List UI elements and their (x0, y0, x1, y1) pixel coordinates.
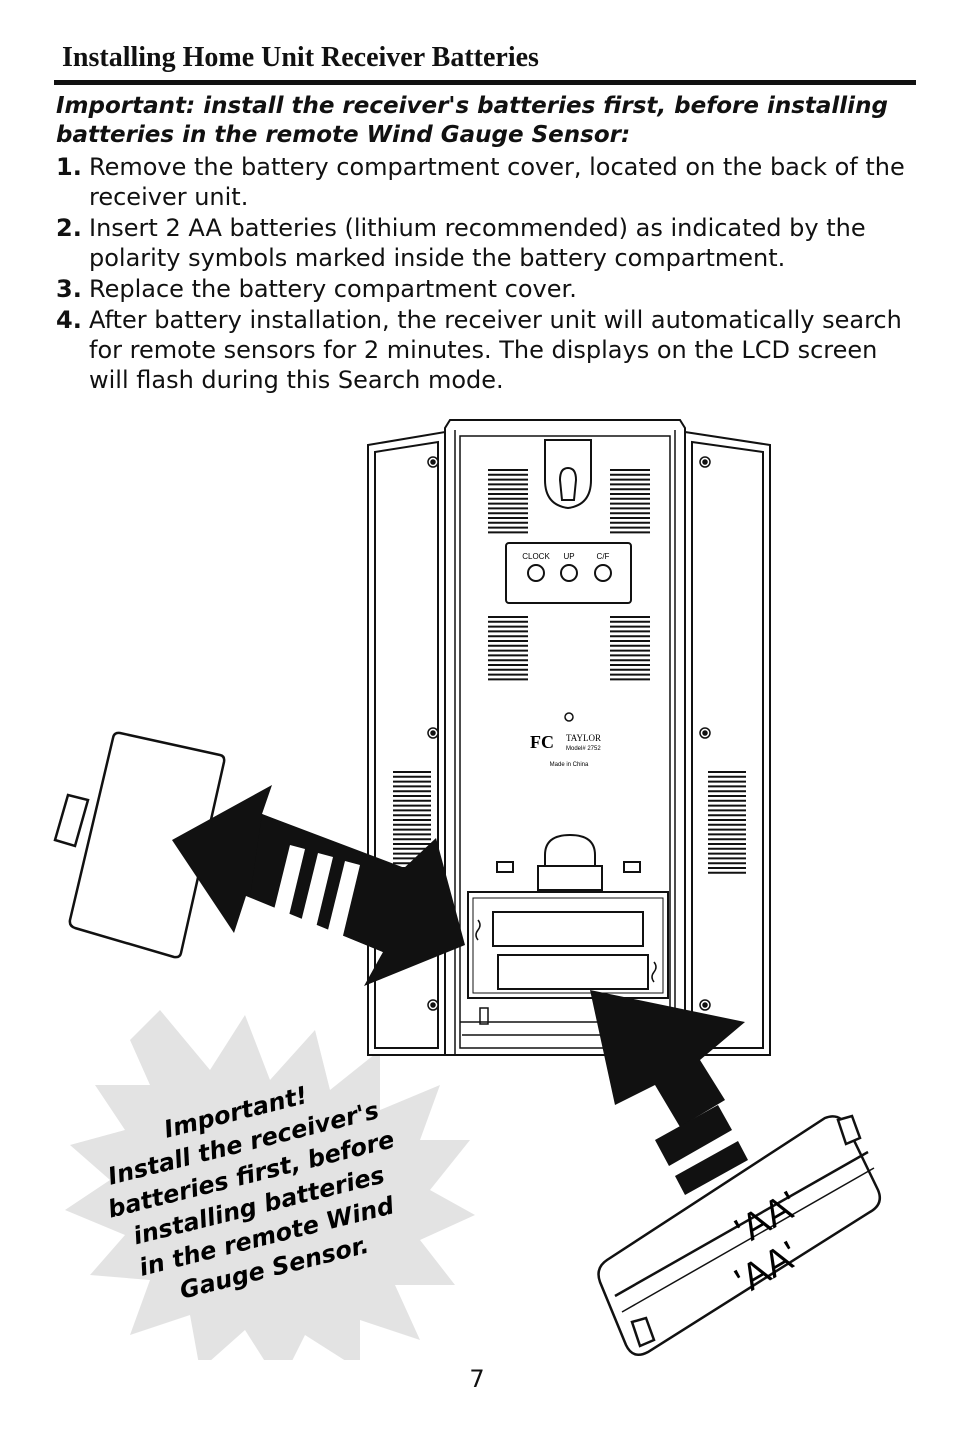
reset-hole (564, 712, 574, 722)
cf-button (594, 564, 612, 582)
step-3: 3.Replace the battery compartment cover. (56, 274, 916, 304)
battery-compartment (460, 891, 680, 1036)
aa-batteries (597, 1114, 881, 1357)
step-text: Insert 2 AA batteries (lithium recommend… (89, 214, 866, 272)
brand-label: TAYLOR (566, 733, 601, 743)
up-button (560, 564, 578, 582)
step-number: 3. (56, 275, 82, 303)
fcc-logo: FC (530, 732, 554, 752)
step-number: 4. (56, 306, 82, 334)
screws (427, 456, 711, 1011)
steps-list: 1.Remove the battery compartment cover, … (56, 152, 916, 396)
button-panel: CLOCK UP C/F (505, 542, 632, 604)
step-number: 2. (56, 214, 82, 242)
step-text: Remove the battery compartment cover, lo… (89, 153, 905, 211)
step-text: Replace the battery compartment cover. (89, 275, 577, 303)
callout-starburst (65, 1010, 475, 1360)
vent-slots (393, 469, 746, 874)
model-label: Model# 2752 (566, 746, 601, 752)
step-text: After battery installation, the receiver… (89, 306, 902, 394)
important-note: Important: install the receiver's batter… (56, 93, 888, 148)
up-button-label: UP (563, 552, 574, 561)
title-rule (54, 80, 916, 85)
page-number: 7 (469, 1365, 485, 1393)
step-number: 1. (56, 153, 82, 181)
battery-cover (53, 731, 226, 959)
up-arrow-icon (590, 990, 748, 1195)
made-in-label: Made in China (550, 762, 589, 768)
page-title: Installing Home Unit Receiver Batteries (62, 42, 539, 73)
step-1: 1.Remove the battery compartment cover, … (56, 152, 916, 212)
step-4: 4.After battery installation, the receiv… (56, 305, 916, 395)
step-2: 2.Insert 2 AA batteries (lithium recomme… (56, 213, 916, 273)
clock-button-label: CLOCK (522, 552, 550, 561)
battery-installation-illustration: CLOCK UP C/F FC TAYLOR Model# 2752 Made … (53, 419, 881, 1360)
clock-button (527, 564, 545, 582)
compartment-latch (496, 833, 641, 891)
cf-button-label: C/F (597, 552, 610, 561)
